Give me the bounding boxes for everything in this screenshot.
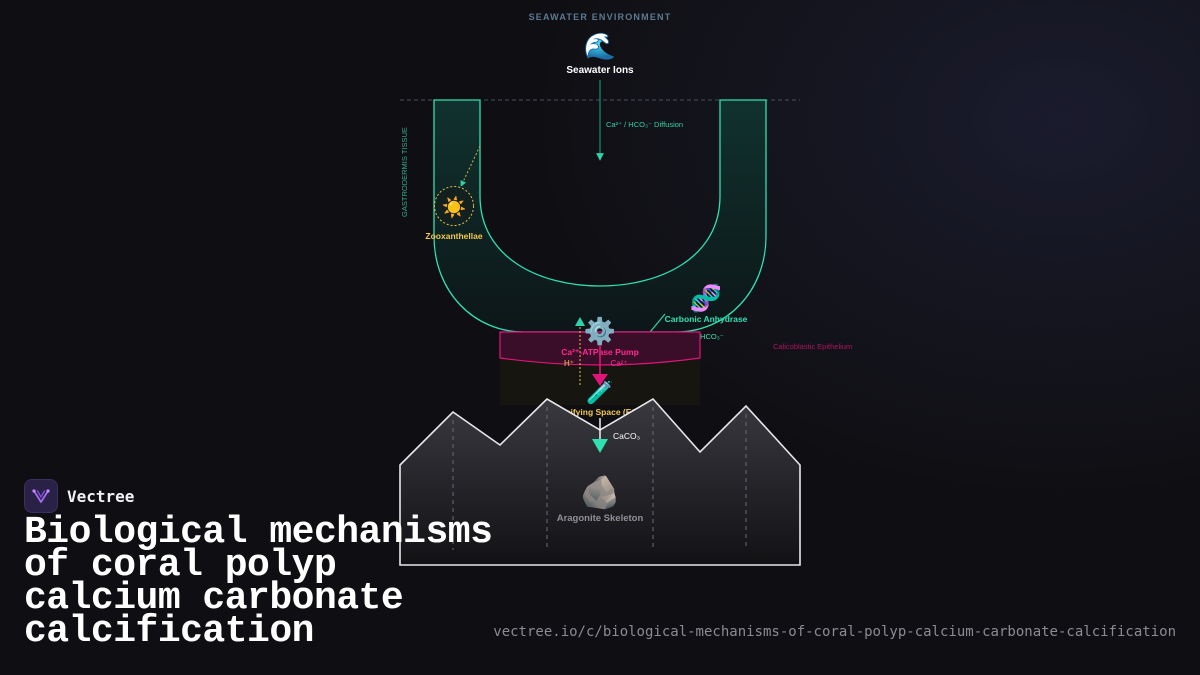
zooxanthellae-arrow <box>460 145 481 187</box>
diffusion-label: Ca²⁺ / HCO₃⁻ Diffusion <box>606 120 683 129</box>
brand: Vectree <box>24 479 134 513</box>
caco3-arrowhead <box>592 439 608 453</box>
environment-label: SEAWATER ENVIRONMENT <box>529 12 672 22</box>
skeleton-layer-lines <box>452 407 747 550</box>
caco3-label: CaCO₃ <box>613 431 640 441</box>
brand-name: Vectree <box>67 486 135 506</box>
gastrodermis-tissue <box>433 99 767 333</box>
proton-arrowhead <box>575 317 585 326</box>
gear-icon: ⚙️ <box>584 316 616 346</box>
dna-icon: 🧬 <box>690 282 722 314</box>
epithelium-label: Calicoblastic Epithelium <box>773 342 852 351</box>
zooxanthellae-ring <box>434 186 474 226</box>
wave-icon: 🌊 <box>584 31 616 61</box>
aragonite-skeleton <box>399 397 801 566</box>
page-title: Biological mechanisms of coral polyp cal… <box>24 511 493 653</box>
sun-icon: ☀️ <box>442 195 467 219</box>
gastrodermis-label: GASTRODERMIS TISSUE <box>400 127 409 217</box>
calcium-arrowhead <box>592 374 608 386</box>
vectree-logo-icon <box>24 479 58 513</box>
carbonic-anhydrase-label: Carbonic Anhydrase <box>665 314 748 324</box>
rock-icon: 🪨 <box>580 474 620 510</box>
proton-label: H⁺ <box>564 359 574 368</box>
ecm-label: Calcifying Space (ECM) <box>553 407 648 417</box>
skeleton-label: Aragonite Skeleton <box>557 513 644 524</box>
calcium-label: Ca²⁺ <box>610 359 627 368</box>
seawater-ions-label: Seawater Ions <box>566 65 634 76</box>
zooxanthellae-label: Zooxanthellae <box>425 231 482 241</box>
test-tube-icon: 🧪 <box>586 380 613 405</box>
page-url[interactable]: vectree.io/c/biological-mechanisms-of-co… <box>493 624 1176 640</box>
